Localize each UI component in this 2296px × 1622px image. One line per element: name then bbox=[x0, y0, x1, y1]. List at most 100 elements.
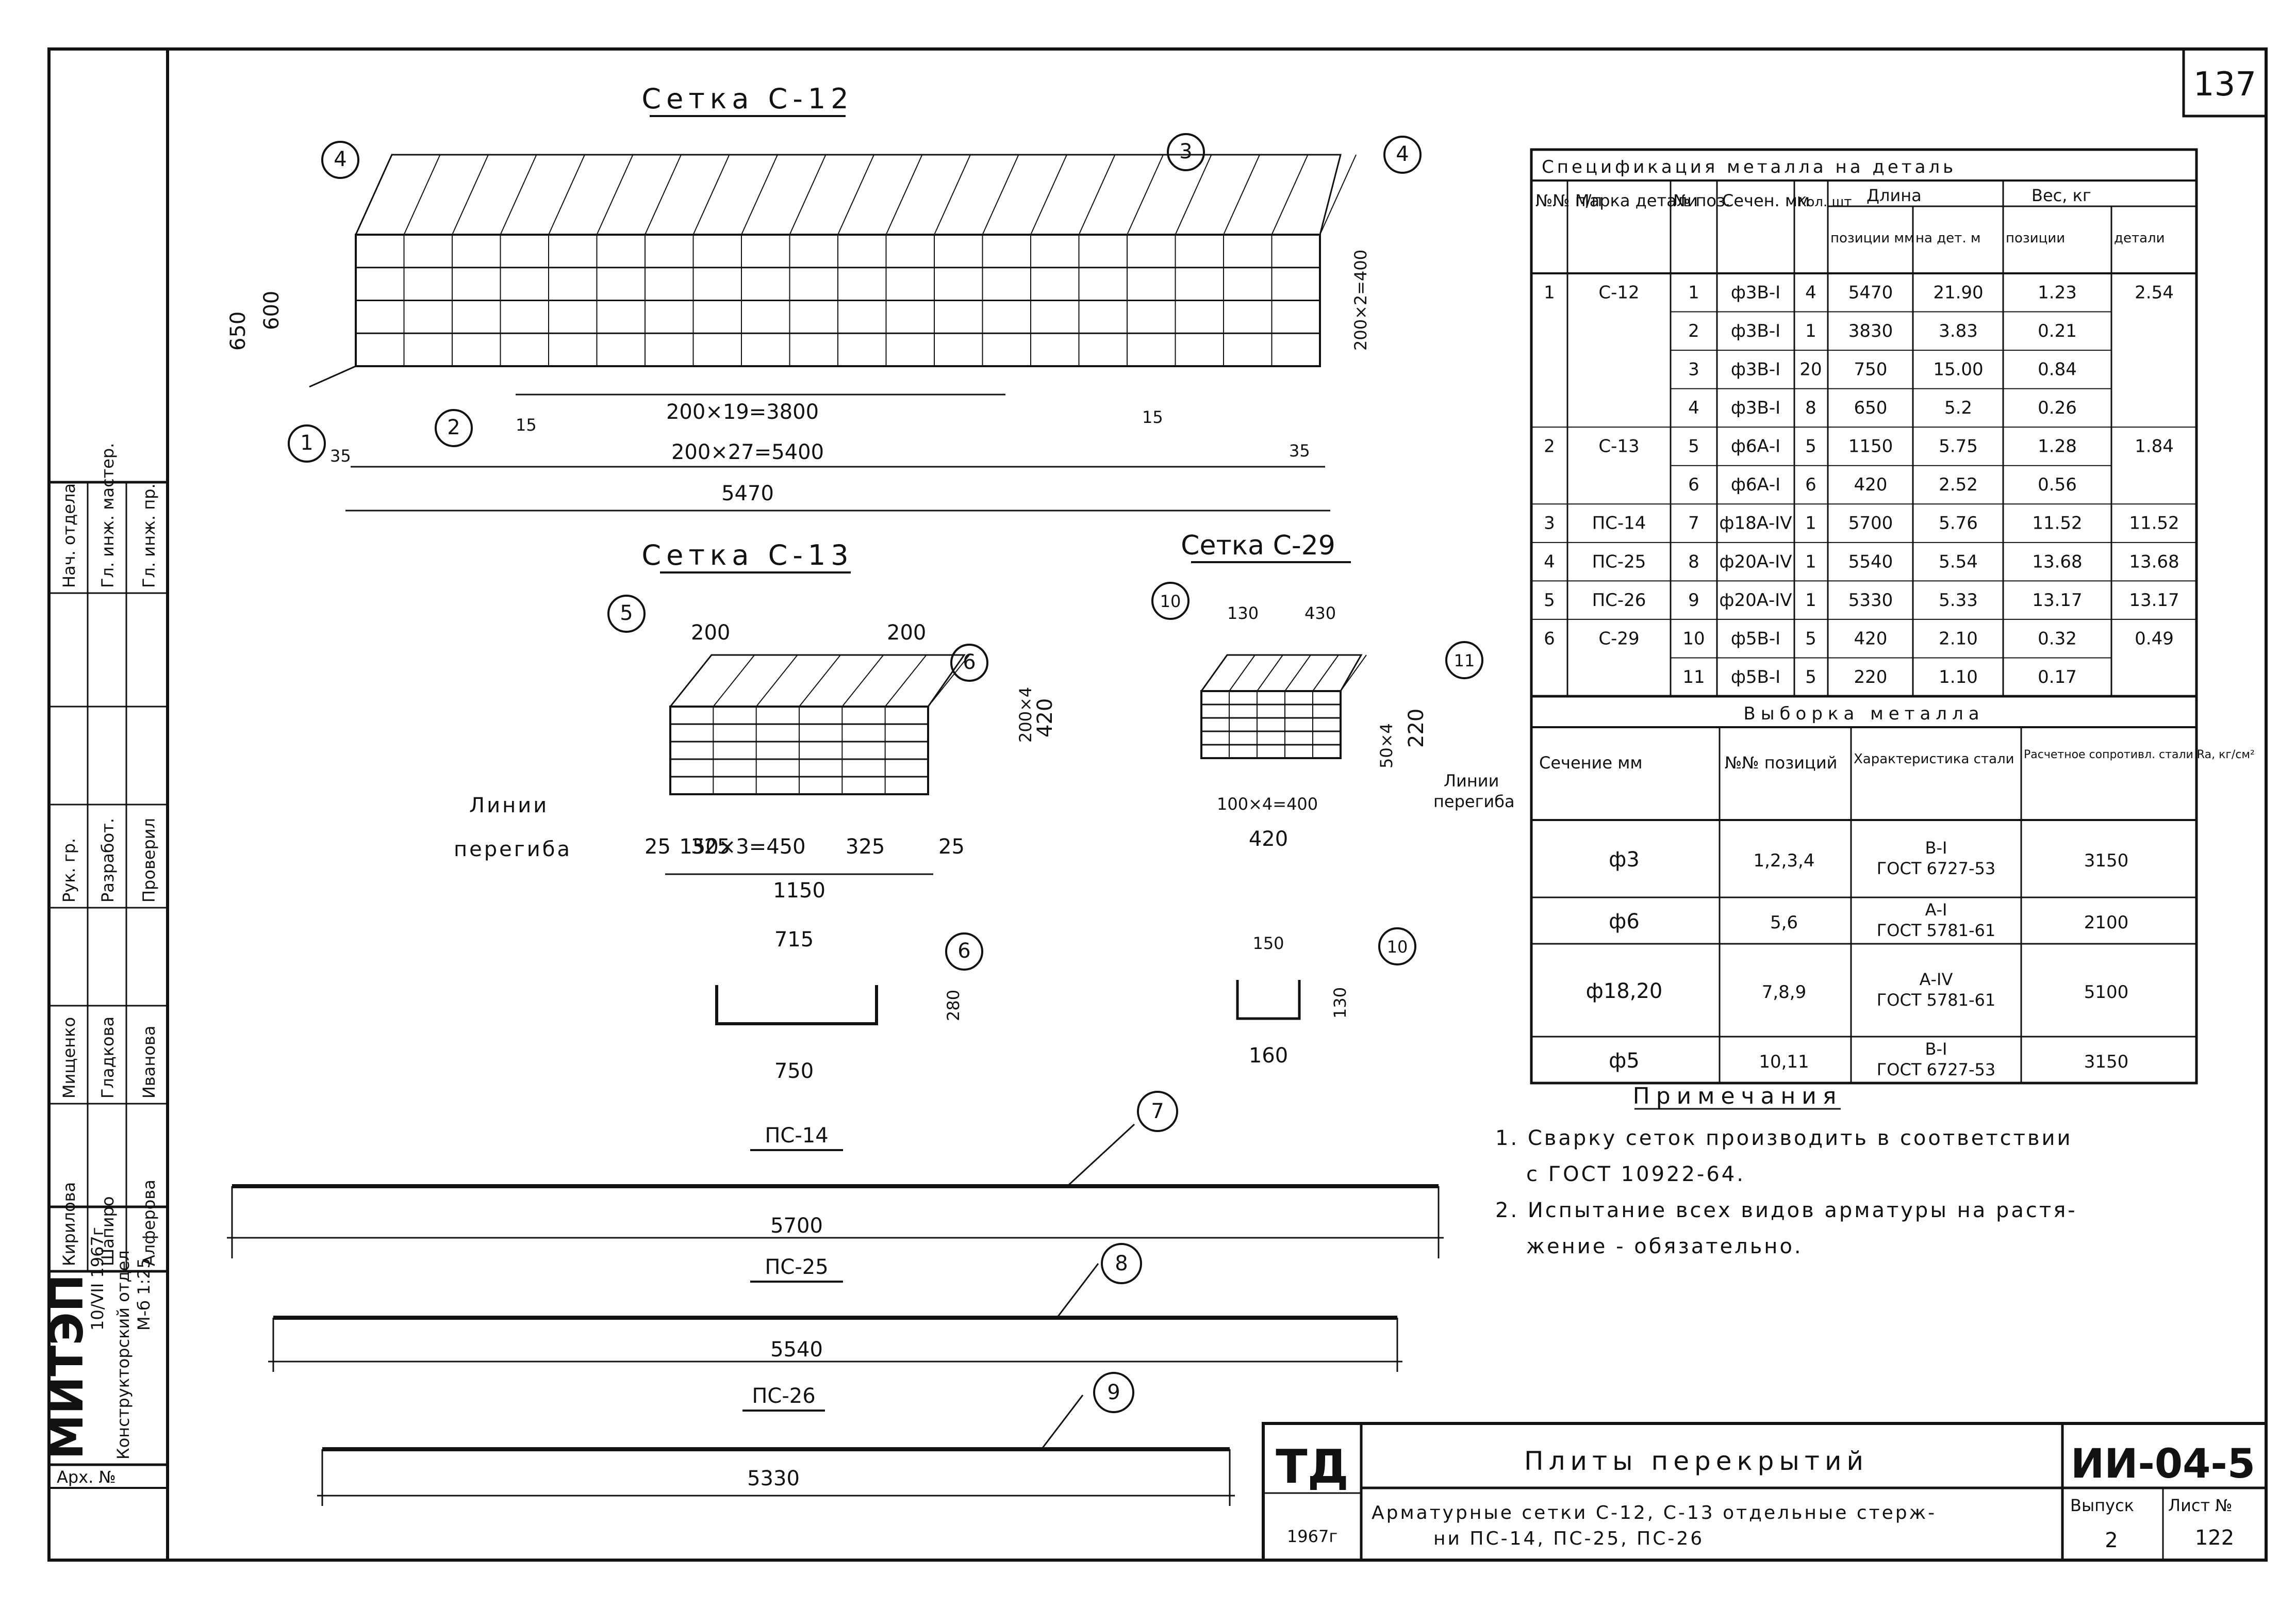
svg-text:1150: 1150 bbox=[773, 879, 825, 903]
spec-cell-wp: 0.84 bbox=[2038, 359, 2077, 380]
svg-text:9: 9 bbox=[1107, 1381, 1120, 1404]
svg-text:Кирилова: Кирилова bbox=[59, 1182, 79, 1266]
svg-text:160: 160 bbox=[1249, 1044, 1288, 1068]
svg-text:715: 715 bbox=[774, 928, 814, 952]
svg-text:130: 130 bbox=[1330, 987, 1350, 1019]
spec-cell-wp: 1.23 bbox=[2038, 282, 2077, 303]
svg-text:4: 4 bbox=[334, 148, 346, 171]
svg-text:Мищенко: Мищенко bbox=[59, 1017, 79, 1099]
svg-text:650: 650 bbox=[226, 312, 250, 351]
svg-text:10/VII 1967г: 10/VII 1967г bbox=[88, 1227, 107, 1331]
spec-cell-wp: 0.32 bbox=[2038, 628, 2077, 649]
spec-cell-qty: 1 bbox=[1805, 321, 1816, 341]
spec-cell-qty: 6 bbox=[1805, 474, 1816, 495]
svg-text:5700: 5700 bbox=[770, 1214, 823, 1238]
spec-cell-qty: 1 bbox=[1805, 551, 1816, 572]
svg-text:1967г: 1967г bbox=[1287, 1527, 1337, 1546]
svg-text:М-б 1:25: М-б 1:25 bbox=[134, 1258, 154, 1331]
spec-cell-pos: 5 bbox=[1688, 436, 1699, 457]
selection-cell: ф3 bbox=[1609, 848, 1640, 872]
svg-text:Рук. гр.: Рук. гр. bbox=[59, 838, 79, 903]
svg-text:Сечен. мм: Сечен. мм bbox=[1722, 191, 1810, 210]
svg-text:Шапиро: Шапиро bbox=[98, 1197, 118, 1266]
svg-text:4: 4 bbox=[1396, 142, 1409, 166]
svg-text:6: 6 bbox=[957, 939, 970, 963]
spec-cell-ld: 2.52 bbox=[1939, 474, 1978, 495]
svg-text:Нач. отдела: Нач. отдела bbox=[59, 483, 79, 588]
spec-cell-ld: 5.75 bbox=[1939, 436, 1978, 457]
svg-text:50×4: 50×4 bbox=[1377, 723, 1396, 768]
spec-cell-sec: ф20А-IV bbox=[1719, 551, 1792, 572]
svg-text:Кол. шт: Кол. шт bbox=[1797, 194, 1852, 210]
spec-cell-mark: С-29 bbox=[1598, 628, 1639, 649]
svg-text:5: 5 bbox=[620, 601, 633, 625]
svg-text:280: 280 bbox=[944, 990, 963, 1021]
spec-cell-lp: 5700 bbox=[1848, 513, 1893, 534]
setka-c13-drawing: Сетка С-13 150×3=450 25 325 325 25 1150 … bbox=[454, 539, 1057, 1083]
svg-text:600: 600 bbox=[260, 291, 284, 330]
svg-text:325: 325 bbox=[846, 835, 885, 859]
svg-text:Расчетное сопротивл. стали Ra,: Расчетное сопротивл. стали Ra, кг/см² bbox=[2024, 748, 2255, 761]
svg-text:Длина: Длина bbox=[1866, 186, 1922, 205]
setka-c12-drawing: Сетка С-12 200×19=3800 200×27=5400 5470 … bbox=[226, 83, 1422, 512]
svg-text:Гл. инж. пр.: Гл. инж. пр. bbox=[139, 483, 159, 588]
setka-c12-title: Сетка С-12 bbox=[641, 83, 853, 115]
svg-text:420: 420 bbox=[1249, 827, 1288, 851]
spec-cell-qty: 5 bbox=[1805, 436, 1816, 457]
spec-cell-ld: 5.33 bbox=[1939, 590, 1978, 611]
svg-text:11: 11 bbox=[1454, 651, 1475, 670]
spec-cell-ld: 3.83 bbox=[1939, 321, 1978, 341]
svg-text:Линии: Линии bbox=[469, 794, 549, 817]
svg-text:жение - обязательно.: жение - обязательно. bbox=[1526, 1235, 1803, 1258]
spec-cell-mark: С-12 bbox=[1598, 282, 1639, 303]
svg-text:Линии: Линии bbox=[1444, 771, 1499, 791]
spec-cell-mark: ПС-25 bbox=[1592, 551, 1646, 572]
spec-cell-ld: 2.10 bbox=[1939, 628, 1978, 649]
svg-text:25: 25 bbox=[938, 835, 965, 859]
spec-cell-wd: 13.17 bbox=[2129, 590, 2179, 611]
svg-text:с ГОСТ 10922-64.: с ГОСТ 10922-64. bbox=[1526, 1162, 1745, 1186]
spec-cell-lp: 420 bbox=[1854, 474, 1888, 495]
svg-text:7: 7 bbox=[1151, 1100, 1164, 1123]
spec-cell-ld: 21.90 bbox=[1933, 282, 1983, 303]
svg-text:Конструкторский отдел: Конструкторский отдел bbox=[113, 1250, 133, 1460]
spec-cell-sec: ф6А-I bbox=[1731, 436, 1780, 457]
spec-cell-qty: 1 bbox=[1805, 513, 1816, 534]
selection-cell: ГОСТ 6727-53 bbox=[1877, 859, 1995, 878]
svg-text:позиции: позиции bbox=[2006, 231, 2065, 246]
spec-cell-lp: 1150 bbox=[1848, 436, 1893, 457]
spec-cell-wp: 0.17 bbox=[2038, 667, 2077, 687]
spec-cell-pos: 2 bbox=[1688, 321, 1699, 341]
svg-text:позиции мм: позиции мм bbox=[1830, 231, 1914, 246]
spec-cell-sec: ф3В-I bbox=[1731, 359, 1780, 380]
svg-text:Выпуск: Выпуск bbox=[2070, 1496, 2134, 1515]
spec-cell-sec: ф18А-IV bbox=[1719, 513, 1792, 534]
selection-cell: ф6 bbox=[1609, 910, 1640, 933]
svg-text:Арх. №: Арх. № bbox=[57, 1467, 116, 1487]
spec-cell-mark: С-13 bbox=[1598, 436, 1639, 457]
spec-cell-pos: 6 bbox=[1688, 474, 1699, 495]
title-code: ИИ-04-5 bbox=[2071, 1441, 2255, 1487]
spec-cell-lp: 220 bbox=[1854, 667, 1888, 687]
svg-text:100×4=400: 100×4=400 bbox=[1217, 794, 1318, 814]
notes-title: Примечания bbox=[1633, 1083, 1843, 1109]
svg-text:150×3=450: 150×3=450 bbox=[679, 835, 805, 859]
spec-cell-pos: 9 bbox=[1688, 590, 1699, 611]
spec-cell-lp: 5540 bbox=[1848, 551, 1893, 572]
svg-text:200×27=5400: 200×27=5400 bbox=[671, 440, 824, 464]
svg-text:Гл. инж. мастер.: Гл. инж. мастер. bbox=[98, 443, 118, 588]
svg-text:122: 122 bbox=[2195, 1526, 2234, 1550]
selection-cell: 1,2,3,4 bbox=[1754, 850, 1815, 871]
svg-text:200: 200 bbox=[887, 621, 926, 645]
setka-c29-drawing: Сетка С-29 130 430 50×4 220 100×4=400 42… bbox=[1151, 530, 1515, 1068]
page-number: 137 bbox=[2193, 65, 2256, 104]
spec-cell-lp: 650 bbox=[1854, 398, 1888, 418]
spec-cell-n: 2 bbox=[1544, 436, 1555, 457]
svg-text:200: 200 bbox=[691, 621, 730, 645]
sheet-frame bbox=[47, 47, 2268, 1562]
rod-pc25-mark: ПС-25 bbox=[765, 1255, 828, 1279]
spec-cell-ld: 5.54 bbox=[1939, 551, 1978, 572]
spec-cell-wp: 11.52 bbox=[2032, 513, 2082, 534]
svg-text:Вес, кг: Вес, кг bbox=[2031, 186, 2091, 205]
selection-cell: А-IV bbox=[1920, 970, 1953, 989]
